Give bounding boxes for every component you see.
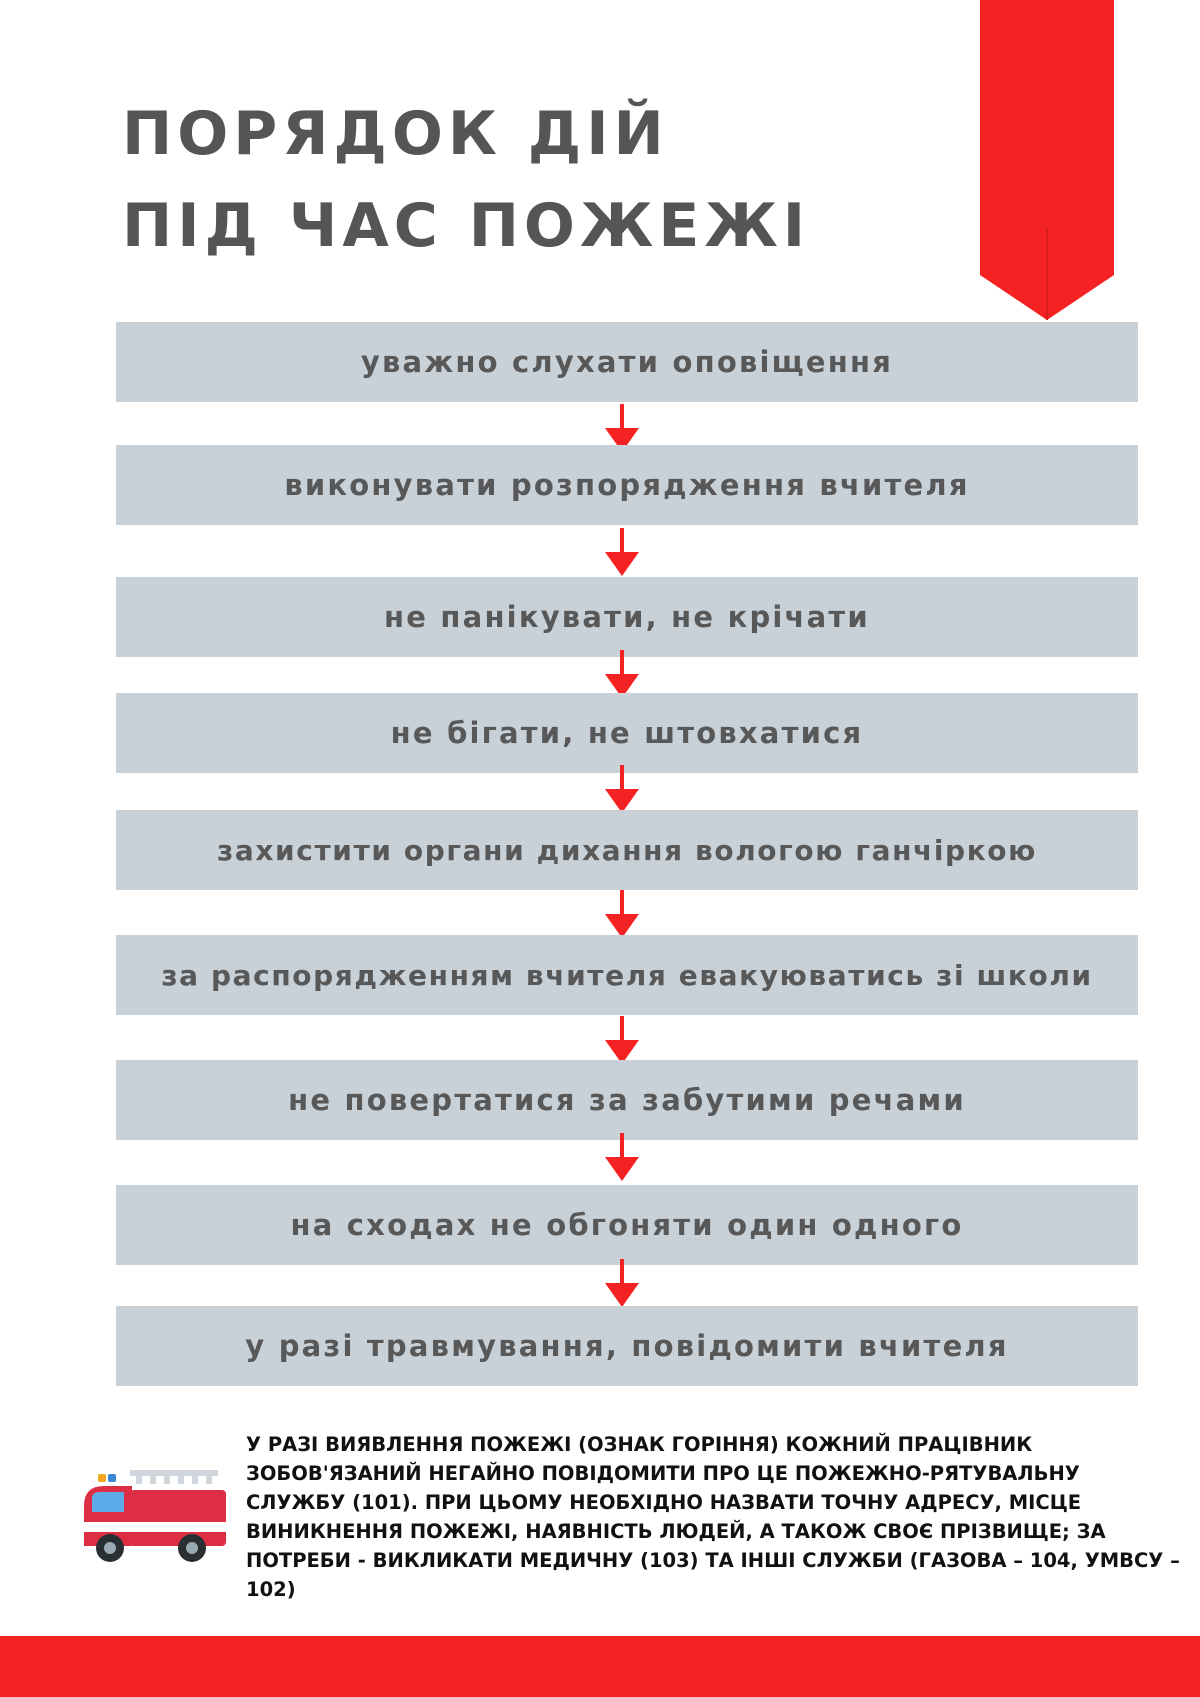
step-9-label: у разі травмування, повідомити вчителя — [245, 1329, 1009, 1363]
down-arrow-icon — [605, 765, 639, 813]
fire-truck-icon — [84, 1470, 226, 1562]
down-arrow-icon — [605, 528, 639, 576]
step-1: уважно слухати оповіщення — [116, 322, 1138, 402]
step-3: не панікувати, не крічати — [116, 577, 1138, 657]
notice-text: У РАЗІ ВИЯВЛЕННЯ ПОЖЕЖІ (ОЗНАК ГОРІННЯ) … — [246, 1433, 1180, 1601]
down-arrow-icon — [605, 1016, 639, 1064]
down-arrow-icon — [605, 404, 639, 452]
page-title: ПОРЯДОК ДІЙ ПІД ЧАС ПОЖЕЖІ — [122, 88, 810, 272]
down-arrow-icon — [605, 1133, 639, 1181]
step-5: захистити органи дихання вологою ганчірк… — [116, 810, 1138, 890]
step-8-label: на сходах не обгоняти один одного — [290, 1208, 964, 1242]
down-arrow-icon — [605, 890, 639, 938]
step-7: не повертатися за забутими речами — [116, 1060, 1138, 1140]
step-4: не бігати, не штовхатися — [116, 693, 1138, 773]
step-7-label: не повертатися за забутими речами — [288, 1083, 966, 1117]
step-5-label: захистити органи дихання вологою ганчірк… — [217, 833, 1037, 867]
step-2-label: виконувати розпорядження вчителя — [284, 468, 970, 502]
bookmark-ribbon — [980, 0, 1114, 320]
steps-flow: уважно слухати оповіщення виконувати роз… — [116, 322, 1138, 1386]
page-title-line-1: ПОРЯДОК ДІЙ — [122, 99, 669, 169]
step-8: на сходах не обгоняти один одного — [116, 1185, 1138, 1265]
step-6: за распорядженням вчителя евакуюватись з… — [116, 935, 1138, 1015]
footer-band — [0, 1636, 1200, 1697]
down-arrow-icon — [605, 650, 639, 698]
down-arrow-icon — [605, 1259, 639, 1307]
emergency-notice: У РАЗІ ВИЯВЛЕННЯ ПОЖЕЖІ (ОЗНАК ГОРІННЯ) … — [80, 1430, 1180, 1601]
step-9: у разі травмування, повідомити вчителя — [116, 1306, 1138, 1386]
step-6-label: за распорядженням вчителя евакуюватись з… — [161, 958, 1093, 992]
page-title-line-2: ПІД ЧАС ПОЖЕЖІ — [122, 191, 811, 261]
step-3-label: не панікувати, не крічати — [384, 600, 870, 634]
step-1-label: уважно слухати оповіщення — [360, 345, 894, 379]
step-4-label: не бігати, не штовхатися — [390, 716, 864, 750]
step-2: виконувати розпорядження вчителя — [116, 445, 1138, 525]
